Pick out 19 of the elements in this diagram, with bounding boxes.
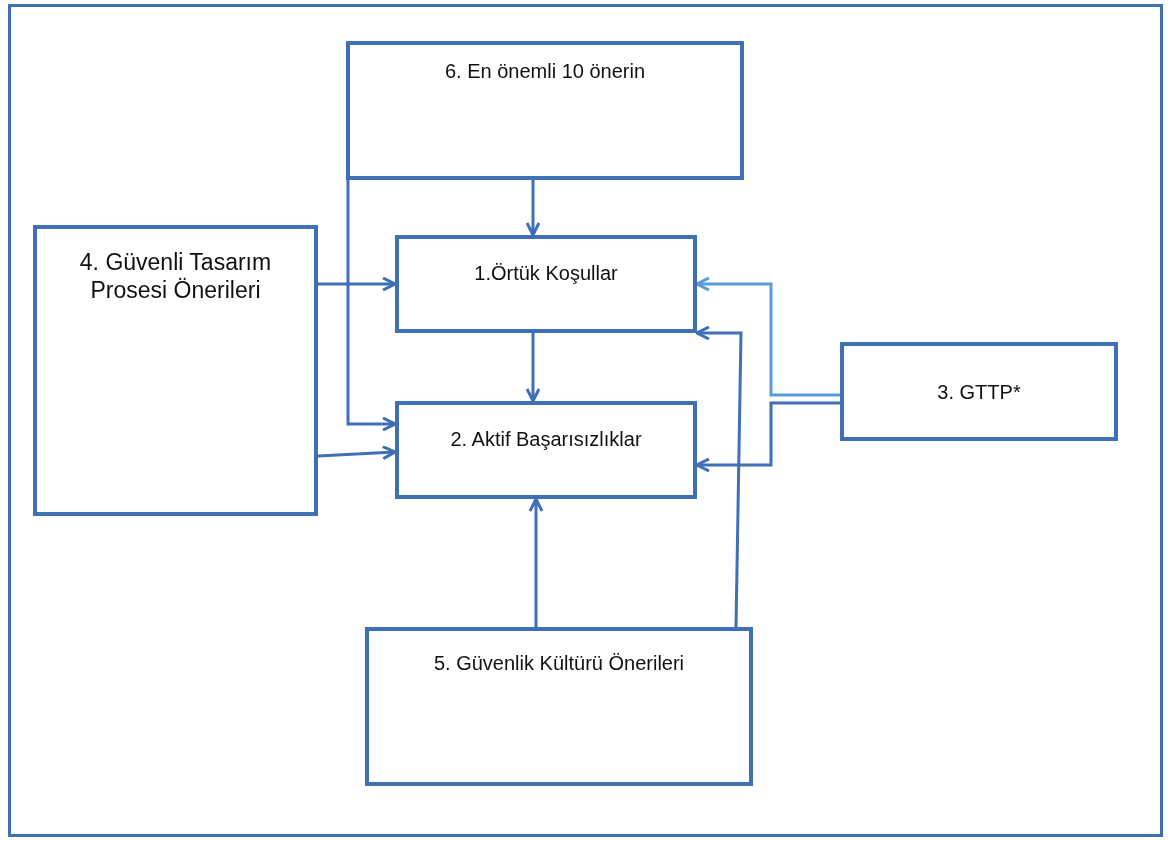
process-box bbox=[365, 627, 753, 786]
arrow bbox=[317, 445, 397, 461]
arrow bbox=[525, 180, 541, 237]
process-box bbox=[395, 401, 697, 499]
box-label: 1.Örtük Koşullar bbox=[474, 261, 618, 285]
process-box bbox=[346, 41, 744, 180]
process-box bbox=[395, 235, 697, 333]
box-label: 2. Aktif Başarısızlıklar bbox=[450, 427, 642, 451]
box-label: 6. En önemli 10 önerin bbox=[444, 59, 646, 83]
process-box bbox=[33, 225, 318, 516]
box-label: 3. GTTP* bbox=[937, 379, 1021, 404]
arrow bbox=[695, 325, 743, 628]
arrow bbox=[346, 180, 397, 432]
arrow bbox=[528, 497, 544, 627]
arrow bbox=[318, 276, 397, 292]
box-label: 5. Güvenlik Kültürü Önerileri bbox=[433, 651, 685, 675]
process-box bbox=[840, 342, 1118, 441]
arrow bbox=[525, 333, 541, 403]
box-label: 4. Güvenli Tasarım Prosesi Önerileri bbox=[78, 249, 273, 305]
